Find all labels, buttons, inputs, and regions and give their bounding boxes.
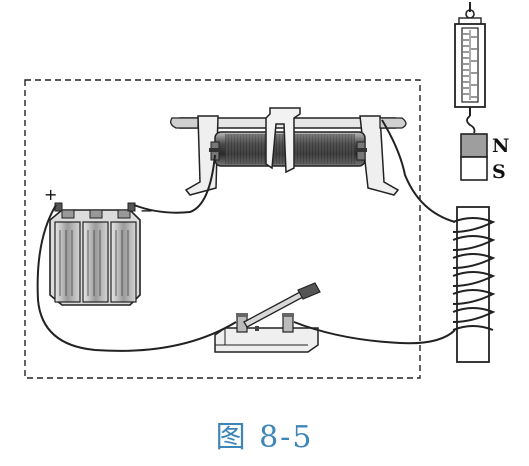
dashed-enclosure [24, 79, 421, 379]
spring-scale-icon [454, 2, 486, 134]
figure-caption: 图 8-5 [215, 420, 314, 455]
wire-switch-solenoid [293, 321, 456, 345]
wire-battery-switch [36, 204, 237, 352]
solenoid-coil-icon [452, 206, 496, 363]
knife-switch-icon [214, 282, 321, 353]
rheostat-icon [170, 107, 407, 196]
wire-rheostat-solenoid [381, 119, 456, 223]
battery-icon [49, 202, 141, 306]
south-pole-label: S [492, 161, 506, 183]
battery-positive-label: + [44, 185, 57, 204]
wire-battery-rheostat [133, 154, 216, 214]
north-pole-label: N [492, 135, 509, 157]
bar-magnet-icon [460, 133, 488, 181]
battery-negative-label: − [140, 201, 153, 220]
